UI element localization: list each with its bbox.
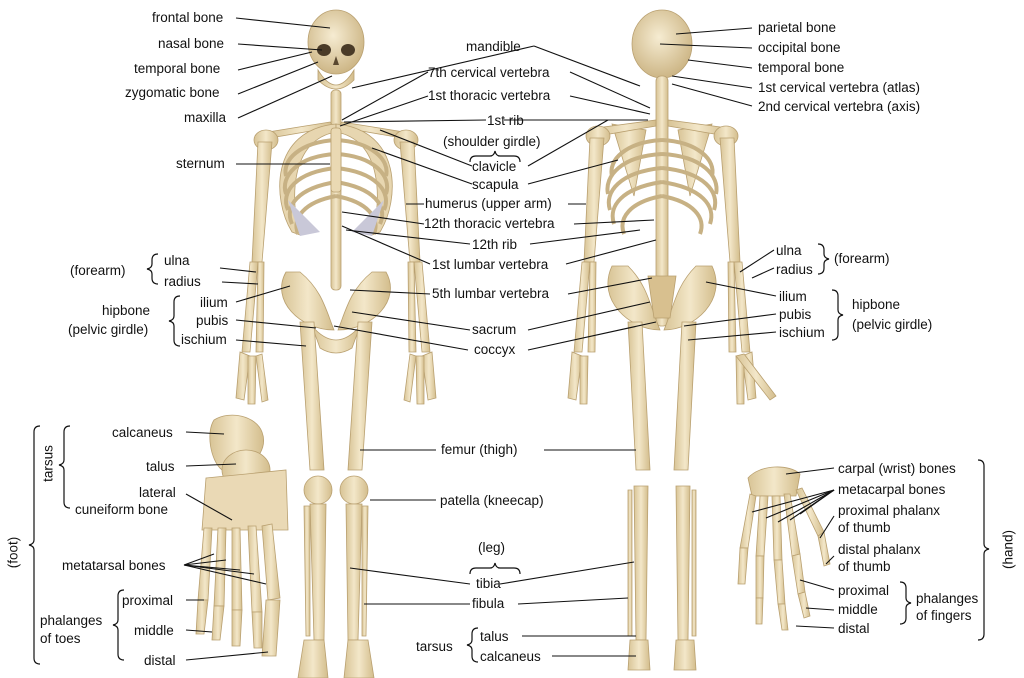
label-carpal: carpal (wrist) bones bbox=[838, 462, 956, 476]
label-prox-phalanx-thumb-2: of thumb bbox=[838, 521, 891, 535]
label-cervical-axis: 2nd cervical vertebra (axis) bbox=[758, 100, 920, 114]
label-ischium-right: ischium bbox=[779, 326, 825, 340]
label-phalanges-fingers-2: of fingers bbox=[916, 609, 972, 623]
label-thoracic-1: 1st thoracic vertebra bbox=[428, 89, 550, 103]
label-hipbone-right: hipbone bbox=[852, 298, 900, 312]
label-phalanges-toes-1: phalanges bbox=[40, 614, 102, 628]
label-coccyx: coccyx bbox=[474, 343, 515, 357]
label-shoulder-girdle: (shoulder girdle) bbox=[443, 135, 541, 149]
label-foot: (foot) bbox=[6, 528, 21, 578]
label-ilium-right: ilium bbox=[779, 290, 807, 304]
label-lumbar-5: 5th lumbar vertebra bbox=[432, 287, 549, 301]
label-ilium-left: ilium bbox=[200, 296, 228, 310]
label-forearm-left: (forearm) bbox=[70, 264, 126, 278]
label-sacrum: sacrum bbox=[472, 323, 516, 337]
label-occipital-bone: occipital bone bbox=[758, 41, 841, 55]
label-dist-phalanx-thumb-2: of thumb bbox=[838, 560, 891, 574]
label-clavicle: clavicle bbox=[472, 160, 516, 174]
label-humerus: humerus (upper arm) bbox=[425, 197, 552, 211]
label-ulna-right: ulna bbox=[776, 244, 802, 258]
label-middle-hand: middle bbox=[838, 603, 878, 617]
label-prox-phalanx-thumb-1: proximal phalanx bbox=[838, 504, 940, 518]
label-parietal-bone: parietal bone bbox=[758, 21, 836, 35]
label-calcaneus-bottom: calcaneus bbox=[480, 650, 541, 664]
label-talus-bottom: talus bbox=[480, 630, 509, 644]
label-calcaneus-foot: calcaneus bbox=[112, 426, 173, 440]
label-zygomatic-bone: zygomatic bone bbox=[125, 86, 220, 100]
label-scapula: scapula bbox=[472, 178, 519, 192]
label-proximal-foot: proximal bbox=[122, 594, 173, 608]
label-rib-1: 1st rib bbox=[487, 114, 524, 128]
label-temporal-bone-back: temporal bone bbox=[758, 61, 844, 75]
label-hand: (hand) bbox=[1001, 520, 1016, 580]
label-hipbone-left: hipbone bbox=[102, 304, 150, 318]
label-cervical-atlas: 1st cervical vertebra (atlas) bbox=[758, 81, 920, 95]
label-distal-hand: distal bbox=[838, 622, 870, 636]
label-metatarsal: metatarsal bones bbox=[62, 559, 166, 573]
label-middle-foot: middle bbox=[134, 624, 174, 638]
label-patella: patella (kneecap) bbox=[440, 494, 544, 508]
label-cervical-7: 7th cervical vertebra bbox=[428, 66, 550, 80]
label-ischium-left: ischium bbox=[181, 333, 227, 347]
label-nasal-bone: nasal bone bbox=[158, 37, 224, 51]
label-metacarpal: metacarpal bones bbox=[838, 483, 945, 497]
label-lateral: lateral bbox=[139, 486, 176, 500]
label-leg: (leg) bbox=[478, 541, 505, 555]
label-thoracic-12: 12th thoracic vertebra bbox=[424, 217, 555, 231]
label-cuneiform: cuneiform bone bbox=[75, 503, 168, 517]
label-tibia: tibia bbox=[476, 577, 501, 591]
label-femur: femur (thigh) bbox=[441, 443, 518, 457]
hand-detail bbox=[738, 467, 830, 630]
label-frontal-bone: frontal bone bbox=[152, 11, 223, 25]
label-maxilla: maxilla bbox=[184, 111, 226, 125]
label-rib-12: 12th rib bbox=[472, 238, 517, 252]
label-distal-foot: distal bbox=[144, 654, 176, 668]
label-tarsus-foot: tarsus bbox=[41, 439, 56, 489]
label-proximal-hand: proximal bbox=[838, 584, 889, 598]
label-pubis-left: pubis bbox=[196, 314, 228, 328]
label-sternum: sternum bbox=[176, 157, 225, 171]
foot-detail bbox=[196, 415, 288, 656]
label-forearm-right: (forearm) bbox=[834, 252, 890, 266]
label-radius-right: radius bbox=[776, 263, 813, 277]
label-dist-phalanx-thumb-1: distal phalanx bbox=[838, 543, 921, 557]
label-phalanges-fingers-1: phalanges bbox=[916, 592, 978, 606]
label-pubis-right: pubis bbox=[779, 308, 811, 322]
label-pelvic-girdle-left: (pelvic girdle) bbox=[68, 323, 148, 337]
label-tarsus-bottom: tarsus bbox=[416, 640, 453, 654]
label-talus-foot: talus bbox=[146, 460, 175, 474]
label-mandible: mandible bbox=[466, 40, 521, 54]
label-lumbar-1: 1st lumbar vertebra bbox=[432, 258, 548, 272]
label-pelvic-girdle-right: (pelvic girdle) bbox=[852, 318, 932, 332]
label-ulna-left: ulna bbox=[164, 254, 190, 268]
label-temporal-bone-front: temporal bone bbox=[134, 62, 220, 76]
label-fibula: fibula bbox=[472, 597, 504, 611]
label-phalanges-toes-2: of toes bbox=[40, 632, 81, 646]
label-radius-left: radius bbox=[164, 275, 201, 289]
